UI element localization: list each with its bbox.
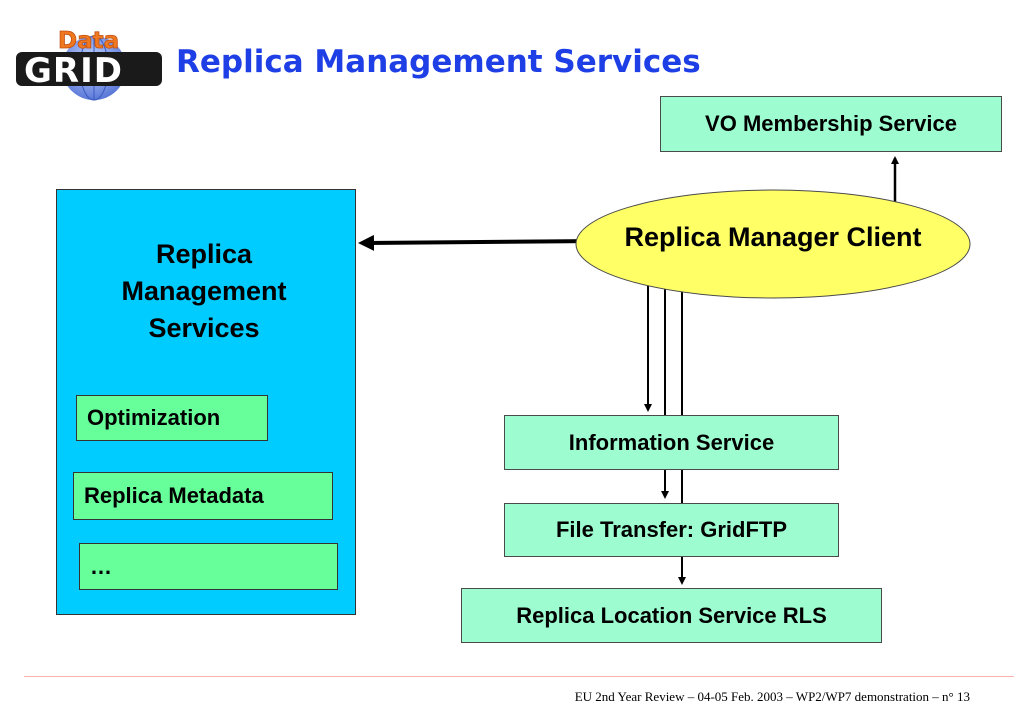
vo-membership-service-box: VO Membership Service xyxy=(660,96,1002,152)
replica-location-service-box: Replica Location Service RLS xyxy=(461,588,882,643)
optimization-box: Optimization xyxy=(76,395,268,441)
arrow-client-to-rms xyxy=(358,234,601,251)
footer-divider xyxy=(24,676,1014,677)
replica-manager-client-ellipse xyxy=(575,189,971,299)
replica-manager-client-label: Replica Manager Client xyxy=(624,222,922,252)
file-transfer-gridftp-box: File Transfer: GridFTP xyxy=(504,503,839,557)
logo-bar xyxy=(16,52,162,86)
information-service-box: Information Service xyxy=(504,415,839,470)
logo-grid-text: GRID xyxy=(24,51,123,91)
datagrid-logo: Data GRID xyxy=(14,28,164,102)
rms-panel-title: Replica Management Services xyxy=(121,239,287,343)
footer-text: EU 2nd Year Review – 04-05 Feb. 2003 – W… xyxy=(574,689,970,704)
page-title: Replica Management Services xyxy=(176,44,701,80)
replica-metadata-box: Replica Metadata xyxy=(73,472,333,520)
logo-data-text: Data xyxy=(58,28,119,54)
ellipsis-box: … xyxy=(79,543,338,590)
